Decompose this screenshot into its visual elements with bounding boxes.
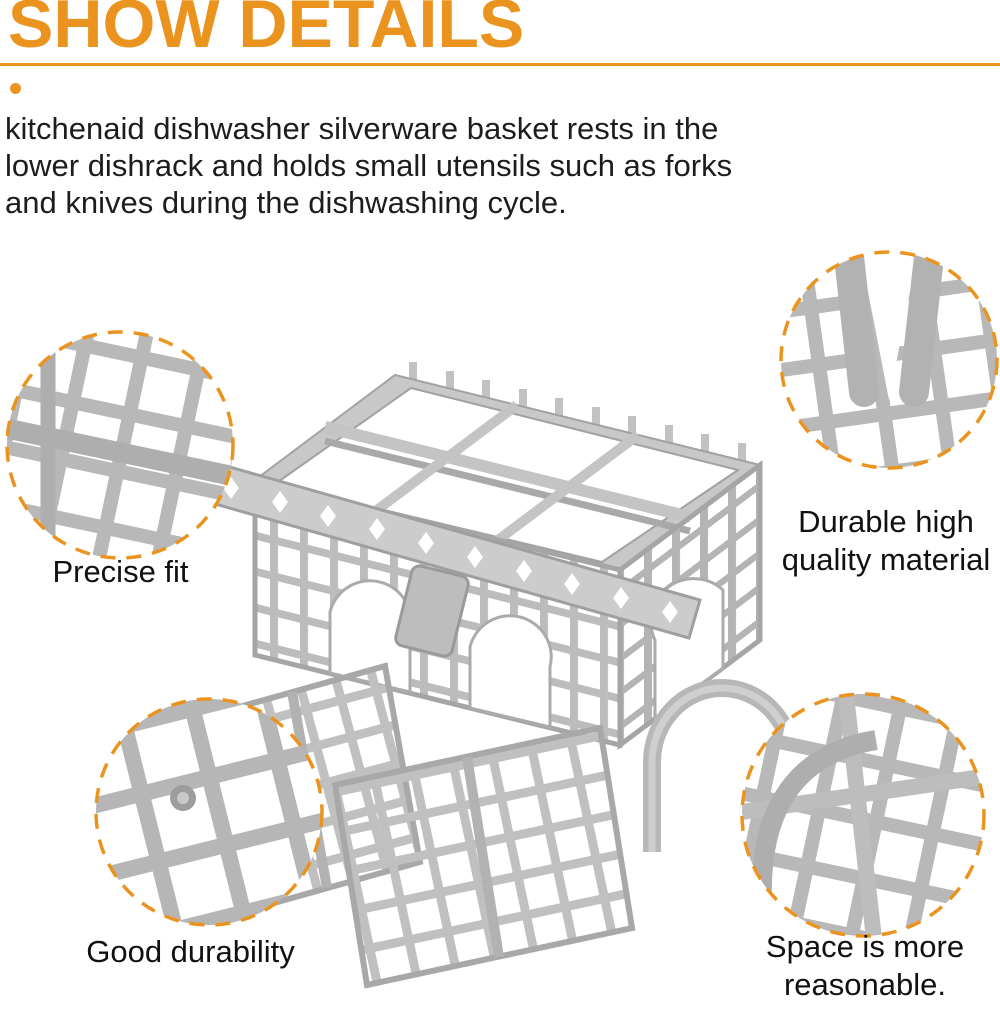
product-description: kitchenaid dishwasher silverware basket …	[5, 111, 733, 221]
callout-label-good-durability: Good durability	[86, 934, 295, 969]
callout-label-precise-fit: Precise fit	[52, 554, 189, 589]
callout-label-reasonable-space: Space is more reasonable.	[765, 929, 965, 1002]
basket-latch-tab	[394, 564, 470, 658]
title-underline	[0, 63, 1000, 66]
callout-circle-durable-material	[779, 250, 999, 470]
page-title: SHOW DETAILS	[8, 0, 525, 62]
callout-label-durable-material: Durable high quality material	[781, 504, 991, 577]
lid-large	[331, 724, 636, 989]
basket-arch-cutout	[468, 614, 553, 729]
basket-illustration	[199, 362, 763, 750]
basket-dividers	[323, 401, 692, 544]
basket-handle-rail	[199, 460, 702, 640]
title-dot	[10, 83, 21, 94]
callout-circle-reasonable-space	[740, 692, 986, 938]
basket-rim-posts	[409, 362, 746, 461]
